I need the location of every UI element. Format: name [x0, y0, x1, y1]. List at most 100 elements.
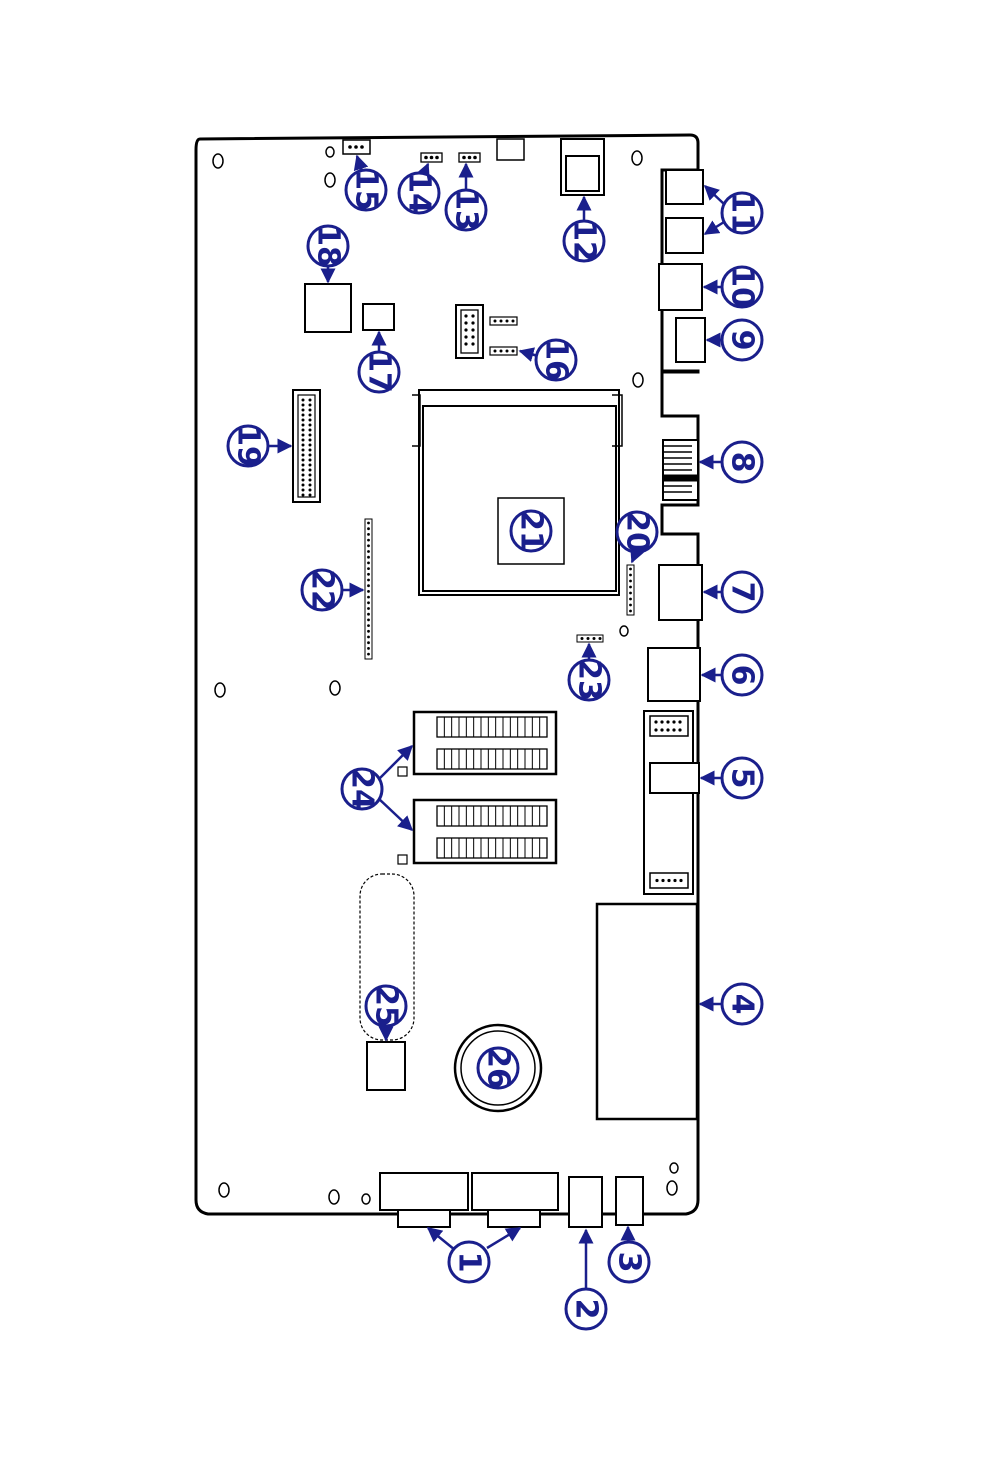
pin [367, 624, 370, 627]
pin [309, 464, 312, 467]
pin [302, 409, 305, 412]
pin [302, 454, 305, 457]
callout-13: 13 [446, 189, 486, 231]
callout-20: 20 [617, 511, 657, 553]
memory-slot-24b [398, 800, 556, 864]
pin [302, 404, 305, 407]
pin [367, 527, 370, 530]
io-port-7 [659, 565, 702, 620]
edge-connector-8 [662, 371, 698, 500]
callout-22: 22 [302, 569, 342, 611]
pin [302, 414, 305, 417]
port-3 [616, 1177, 643, 1225]
callout-9: 9 [722, 320, 762, 360]
pin [367, 590, 370, 593]
fan-header-15 [343, 140, 370, 154]
svg-text:14: 14 [402, 172, 437, 214]
svg-text:10: 10 [725, 266, 760, 308]
pin [367, 573, 370, 576]
callout-19: 19 [228, 425, 268, 467]
callout-25: 25 [366, 985, 406, 1027]
svg-text:7: 7 [725, 582, 760, 603]
callout-4: 4 [722, 984, 762, 1024]
callout-26: 26 [478, 1047, 518, 1089]
pin [367, 556, 370, 559]
pin [629, 610, 632, 613]
svg-text:21: 21 [514, 510, 549, 552]
chip-25 [367, 1042, 405, 1090]
pin [309, 449, 312, 452]
chip-17 [363, 304, 394, 330]
callout-8: 8 [722, 442, 762, 482]
pin [302, 459, 305, 462]
pin [367, 601, 370, 604]
pin [302, 474, 305, 477]
pin [309, 434, 312, 437]
io-port-11a [666, 170, 703, 204]
svg-text:17: 17 [362, 351, 397, 393]
cpu-socket-21 [412, 390, 622, 595]
pin-header-23 [577, 635, 603, 642]
pin [302, 484, 305, 487]
top-small-component [497, 139, 524, 160]
svg-text:2: 2 [569, 1299, 604, 1320]
memory-slot-24a [398, 712, 556, 776]
io-port-6 [648, 648, 700, 701]
svg-text:18: 18 [311, 225, 346, 267]
power-connector-12 [561, 139, 604, 195]
svg-text:11: 11 [725, 192, 760, 234]
pin [309, 454, 312, 457]
pin [367, 596, 370, 599]
callout-7: 7 [722, 572, 762, 612]
callout-5: 5 [722, 758, 762, 798]
svg-text:12: 12 [567, 220, 602, 262]
svg-text:23: 23 [572, 659, 607, 701]
svg-text:8: 8 [725, 452, 760, 473]
pin [302, 434, 305, 437]
pin [367, 613, 370, 616]
large-connector-4 [597, 904, 697, 1119]
pin [367, 550, 370, 553]
chip-18 [305, 284, 351, 332]
pin [367, 522, 370, 525]
pin [367, 653, 370, 656]
callout-3: 3 [609, 1242, 649, 1282]
pin [302, 424, 305, 427]
pin [367, 641, 370, 644]
callout-24: 24 [342, 768, 382, 810]
io-port-10 [659, 264, 702, 310]
pin [302, 494, 305, 497]
callout-11: 11 [722, 192, 762, 234]
callout-1: 1 [449, 1242, 489, 1282]
callout-21: 21 [511, 510, 551, 552]
callout-18: 18 [308, 225, 348, 267]
pin [302, 464, 305, 467]
callout-6: 6 [722, 655, 762, 695]
port-2 [569, 1177, 602, 1227]
svg-text:4: 4 [725, 994, 760, 1015]
vga-connector-right-1 [472, 1173, 558, 1227]
svg-text:24: 24 [345, 768, 380, 810]
svg-text:1: 1 [452, 1252, 487, 1273]
pin [309, 414, 312, 417]
pin [309, 439, 312, 442]
pin [629, 568, 632, 571]
pin [367, 539, 370, 542]
pin [309, 429, 312, 432]
svg-text:26: 26 [481, 1047, 516, 1089]
svg-text:13: 13 [449, 189, 484, 231]
pin [302, 479, 305, 482]
callout-10: 10 [722, 266, 762, 308]
pin [302, 449, 305, 452]
callout-16: 16 [536, 339, 576, 381]
pin [309, 419, 312, 422]
pin [309, 404, 312, 407]
pin [309, 399, 312, 402]
pin [629, 592, 632, 595]
pin [309, 424, 312, 427]
pin [367, 579, 370, 582]
svg-text:20: 20 [620, 511, 655, 553]
pin [309, 489, 312, 492]
pin [367, 619, 370, 622]
pin [629, 586, 632, 589]
